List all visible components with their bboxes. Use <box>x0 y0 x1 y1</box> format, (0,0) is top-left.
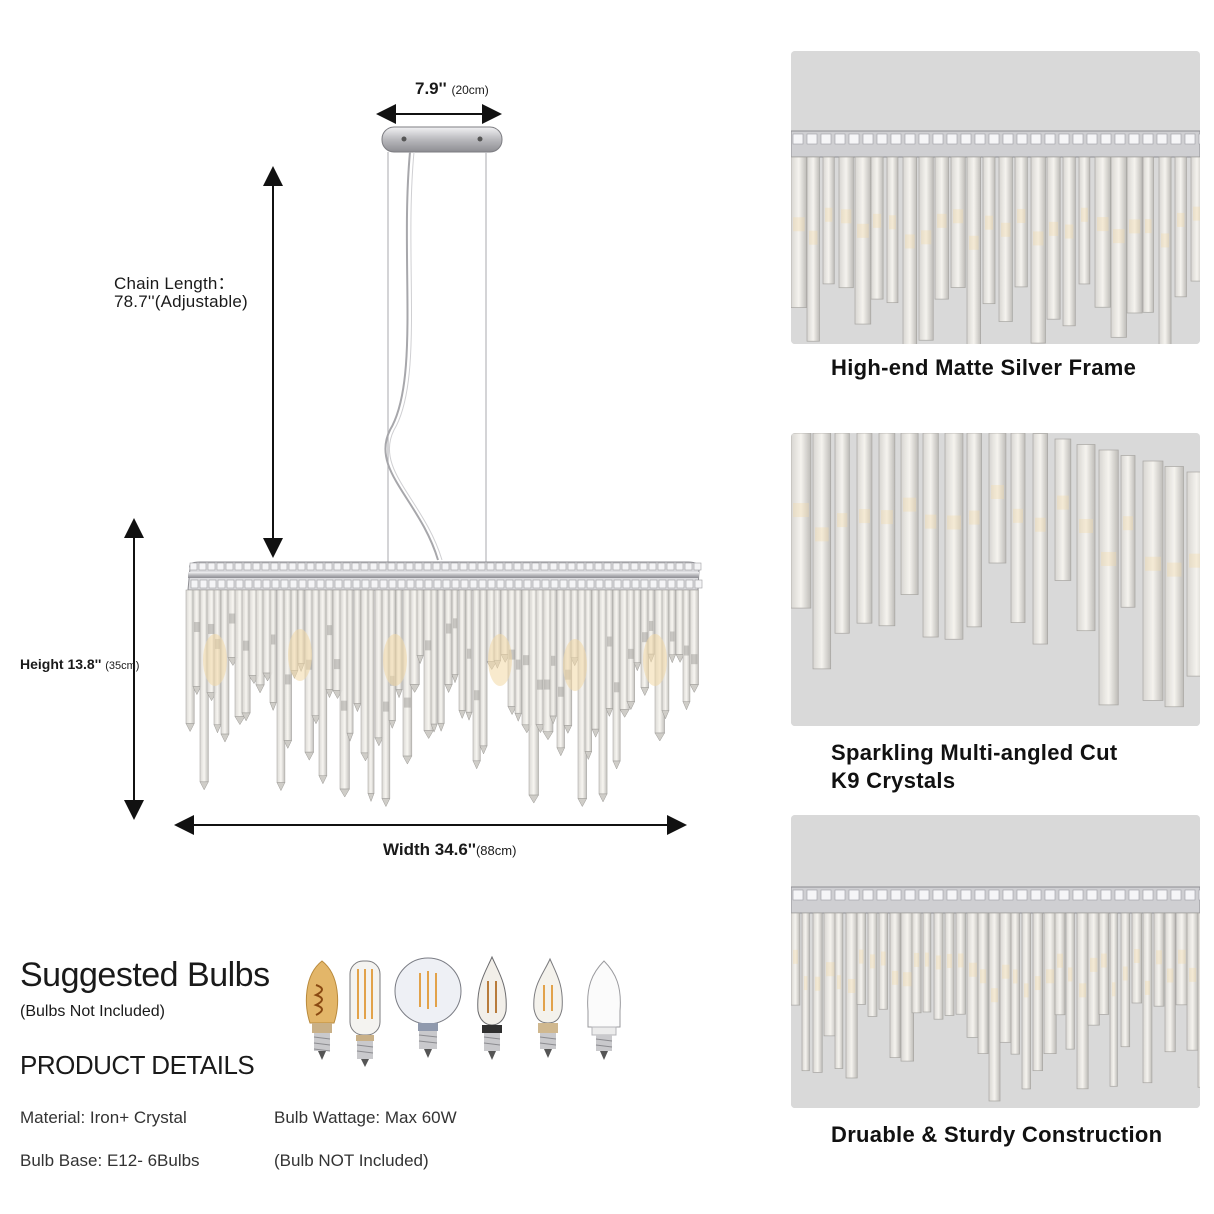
smart-candle-bulb-icon <box>587 960 621 1060</box>
chain-length-title: Chain Length： <box>114 274 235 293</box>
canopy-width-label: 7.9'' (20cm) <box>415 79 489 99</box>
feature-caption-line-2: K9 Crystals <box>831 768 956 793</box>
width-label: Width 34.6''(88cm) <box>383 840 516 860</box>
bulb-glow <box>203 629 667 691</box>
feature-caption-frame: High-end Matte Silver Frame <box>831 354 1136 382</box>
height-cm: (35cm) <box>105 660 140 672</box>
product-bulb-base: Bulb Base: E12- 6Bulbs <box>20 1151 200 1170</box>
feature-photo-crystals <box>791 433 1200 726</box>
amber-spiral-bulb-icon <box>305 960 339 1060</box>
tubular-filament-bulb-icon <box>349 960 381 1067</box>
chandelier-frame <box>187 561 703 591</box>
chain-length-value: 78.7''(Adjustable) <box>114 292 248 311</box>
suspension-cables <box>384 151 487 562</box>
feature-caption-crystals: Sparkling Multi-angled Cut K9 Crystals <box>831 739 1117 795</box>
construction-closeup-image <box>791 815 1200 1108</box>
bulb-icon-row <box>292 955 632 1080</box>
product-material: Material: Iron+ Crystal <box>20 1108 187 1127</box>
height-inches: Height 13.8'' <box>20 656 102 672</box>
canopy <box>381 126 503 153</box>
crystals-closeup-image <box>791 433 1200 726</box>
crystal-drops <box>185 589 699 808</box>
canopy-width-cm: (20cm) <box>451 83 489 97</box>
feature-photo-construction <box>791 815 1200 1108</box>
frame-closeup-image <box>791 51 1200 344</box>
chain-length-label: Chain Length： 78.7''(Adjustable) <box>114 275 248 311</box>
feature-caption-construction: Druable & Sturdy Construction <box>831 1121 1162 1149</box>
flame-tip-led-bulb-icon <box>533 957 563 1058</box>
feature-caption-line: Druable & Sturdy Construction <box>831 1122 1163 1147</box>
suggested-bulbs-title: Suggested Bulbs <box>20 956 270 994</box>
width-cm: (88cm) <box>475 843 517 858</box>
feature-caption-line: Sparkling Multi-angled Cut <box>831 740 1118 765</box>
product-details-title: PRODUCT DETAILS <box>20 1050 255 1080</box>
product-bulb-wattage: Bulb Wattage: Max 60W <box>274 1108 457 1127</box>
dimension-diagram <box>0 0 760 900</box>
height-label: Height 13.8'' (35cm) <box>20 656 139 672</box>
flame-tip-filament-bulb-icon <box>477 955 507 1060</box>
feature-photo-frame <box>791 51 1200 344</box>
chandelier-illustration <box>124 104 703 835</box>
width-inches: Width 34.6'' <box>383 840 476 859</box>
feature-caption-line: High-end Matte Silver Frame <box>831 355 1137 380</box>
globe-filament-bulb-icon <box>394 957 462 1058</box>
canopy-width-inches: 7.9'' <box>415 79 447 98</box>
product-bulb-note: (Bulb NOT Included) <box>274 1151 429 1170</box>
suggested-bulbs-subtitle: (Bulbs Not Included) <box>20 1003 165 1020</box>
